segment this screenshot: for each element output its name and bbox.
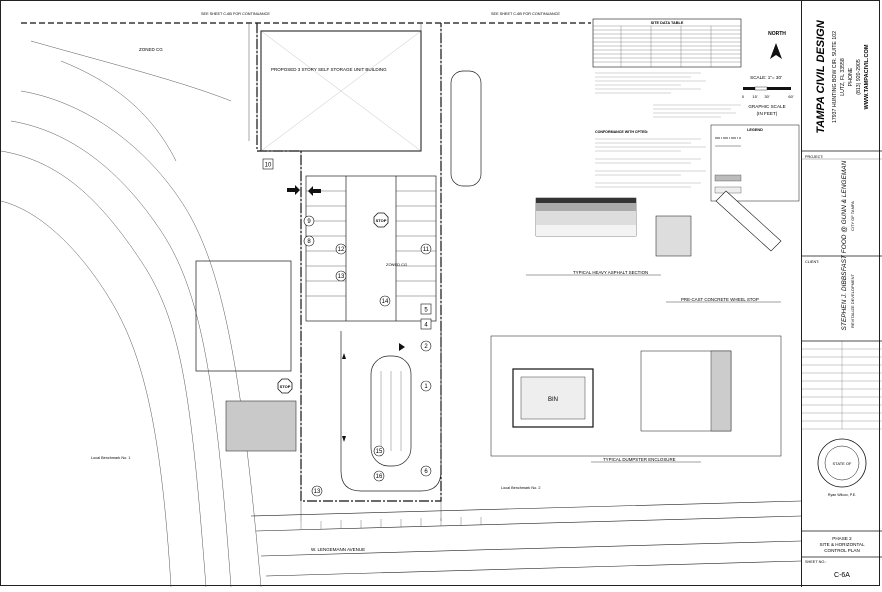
svg-text:TYPICAL HEAVY ASPHALT SECTION: TYPICAL HEAVY ASPHALT SECTION [573, 270, 648, 275]
title-block-drawing: TAMPA CIVIL DESIGN 17937 HUNTING BOW CIR… [802, 19, 882, 579]
seal-signer: Ryan Wilcox, P.E. [828, 493, 856, 497]
svg-text:STATE OF: STATE OF [833, 461, 853, 466]
stall-number-9: 9 [307, 219, 311, 225]
avenue-label: W. LENGEMANN AVENUE [311, 547, 365, 552]
site-plan-drawing: PROPOSED 3 STORY SELF STORAGE UNIT BUILD… [1, 12, 801, 587]
svg-text:LEGEND: LEGEND [747, 128, 763, 132]
stall-number-13: 13 [338, 274, 345, 280]
stall-number-4: 4 [424, 323, 428, 329]
client-detail: REVITALIZE DEVELOPMENT [850, 273, 855, 327]
sheet-title-line2: CONTROL PLAN [824, 548, 860, 553]
graphic-scale: SCALE: 1"= 30' 0 15' 30' 60' GRAPHIC SCA… [742, 75, 794, 116]
svg-text:60': 60' [788, 94, 793, 99]
zoning-label-2: ZONED CG [386, 262, 407, 267]
client-label: CLIENT: [805, 260, 819, 264]
sheet-title-line1: SITE & HORIZONTAL [819, 542, 865, 547]
stall-number-12: 12 [338, 247, 345, 253]
wheel-stop-detail: PRE-CAST CONCRETE WHEEL STOP [655, 190, 782, 303]
stall-number-5: 5 [424, 308, 428, 314]
dumpster-enclosure-detail: BIN TYPICAL DUMPSTER ENCLOSURE [490, 335, 782, 463]
svg-text:30': 30' [764, 94, 769, 99]
sheet-number: C-6A [834, 572, 850, 579]
svg-text:SITE DATA TABLE: SITE DATA TABLE [651, 21, 684, 25]
firm-website: WWW.TAMPACIVIL.COM [864, 44, 870, 109]
svg-text:15': 15' [752, 94, 757, 99]
stop-sign-2: STOP [277, 378, 293, 394]
svg-text:BIN: BIN [548, 397, 558, 403]
stall-number-11: 11 [423, 247, 430, 253]
benchmark-label-2: Local Benchmark No. 2 [501, 486, 540, 490]
project-name: FAST FOOD @ GUNN & LENGEMAN [841, 160, 848, 271]
svg-text:SCALE: 1"= 30': SCALE: 1"= 30' [750, 75, 782, 80]
svg-text:TYPICAL DUMPSTER ENCLOSURE: TYPICAL DUMPSTER ENCLOSURE [603, 457, 676, 462]
svg-text:PRE-CAST CONCRETE WHEEL STOP: PRE-CAST CONCRETE WHEEL STOP [681, 297, 759, 302]
project-label: PROJECT: [805, 155, 823, 159]
svg-text:STOP: STOP [376, 218, 387, 223]
stall-number-1: 1 [424, 384, 428, 390]
firm-phone-label: PHONE [848, 67, 854, 86]
stall-number-15: 15 [376, 449, 383, 455]
conformance-heading: CONFORMANCE WITH CPTED: [595, 130, 648, 134]
svg-text:(IN FEET): (IN FEET) [757, 111, 778, 116]
site-data-table: SITE DATA TABLE [592, 18, 742, 68]
project-detail: CITY OF TAMPA [850, 201, 855, 231]
zoning-label: ZONED CG [139, 47, 163, 52]
firm-address: 17937 HUNTING BOW CIR. SUITE 102 [832, 31, 838, 123]
stall-number-13b: 13 [314, 489, 321, 495]
stall-number-10: 10 [265, 163, 272, 169]
benchmark-label: Local Benchmark No. 1 [91, 456, 130, 460]
stall-number-2: 2 [424, 344, 428, 350]
legend-box: LEGEND [710, 124, 800, 202]
stop-sign-1: STOP [373, 212, 389, 228]
continuance-note-right: SEE SHEET C-6B FOR CONTINUANCE [491, 12, 560, 16]
firm-city: LUTZ, FL 33558 [840, 58, 846, 96]
stall-number-14: 14 [382, 299, 389, 305]
firm-phone: (813) 920-2905 [856, 59, 862, 95]
continuance-note-left: SEE SHEET C-6B FOR CONTINUANCE [201, 12, 270, 16]
svg-text:NORTH: NORTH [768, 31, 786, 37]
stall-number-8: 8 [307, 239, 311, 245]
client-name: STEPHEN J. DIBBS [841, 271, 848, 331]
svg-text:STOP: STOP [280, 384, 291, 389]
firm-name: TAMPA CIVIL DESIGN [815, 19, 827, 133]
svg-text:0: 0 [742, 94, 745, 99]
north-arrow: NORTH [768, 31, 786, 59]
stall-number-6: 6 [424, 469, 428, 475]
svg-text:GRAPHIC SCALE: GRAPHIC SCALE [748, 104, 785, 109]
heavy-asphalt-detail: TYPICAL HEAVY ASPHALT SECTION [526, 197, 661, 276]
sheet-phase: PHASE 2 [832, 536, 852, 541]
engineer-seal: STATE OF Ryan Wilcox, P.E. [817, 438, 867, 497]
stall-number-16: 16 [376, 474, 383, 480]
title-block: TAMPA CIVIL DESIGN 17937 HUNTING BOW CIR… [801, 1, 882, 587]
building-label: PROPOSED 3 STORY SELF STORAGE UNIT BUILD… [271, 67, 387, 72]
sheet-number-label: SHEET NO.: [805, 560, 826, 564]
